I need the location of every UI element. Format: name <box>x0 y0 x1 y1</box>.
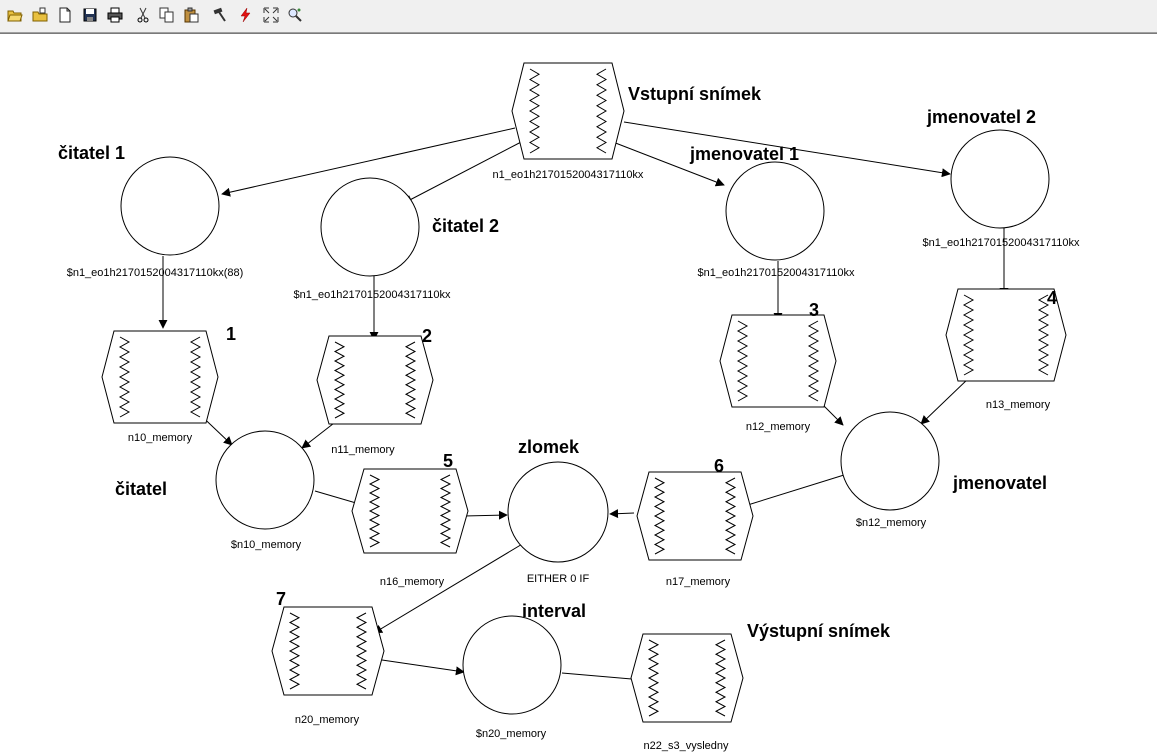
new-document-icon[interactable] <box>56 6 74 24</box>
step-number-6: 6 <box>714 456 724 476</box>
title-citatel: čitatel <box>115 479 167 499</box>
frame-n16-memory[interactable]: n16_memory <box>351 468 469 588</box>
node-jmenovatel[interactable]: $n12_memory <box>840 411 940 529</box>
step-number-1: 1 <box>226 324 236 344</box>
node-jmenovatel-2[interactable]: $n1_eo1h2170152004317110kx <box>922 129 1080 249</box>
frame-n10-memory-label: n10_memory <box>128 432 193 444</box>
node-jmenovatel-1[interactable]: $n1_eo1h2170152004317110kx <box>697 161 855 279</box>
zoom-icon[interactable] <box>286 6 304 24</box>
edge-f4-to-cj <box>920 376 971 425</box>
title-citatel-2: čitatel 2 <box>432 216 499 236</box>
frame-n11-memory[interactable]: n11_memory <box>316 335 434 456</box>
node-interval[interactable]: $n20_memory <box>462 615 562 740</box>
fit-view-icon[interactable] <box>262 6 280 24</box>
node-citatel-1-label: $n1_eo1h2170152004317110kx(88) <box>67 267 244 279</box>
edge-f6-to-cz <box>609 509 635 519</box>
scissors-icon[interactable] <box>134 6 152 24</box>
print-icon[interactable] <box>106 6 124 24</box>
title-vstupni-snimek: Vstupní snímek <box>628 84 762 104</box>
node-zlomek[interactable]: EITHER 0 IF <box>507 461 609 585</box>
open-folder-icon[interactable] <box>6 6 24 24</box>
frame-n13-memory-label: n13_memory <box>986 399 1051 411</box>
node-zlomek-label: EITHER 0 IF <box>527 573 590 585</box>
input-frame-label: n1_eo1h2170152004317110kx <box>493 169 644 181</box>
node-jmenovatel-label: $n12_memory <box>856 517 927 529</box>
copy-icon[interactable] <box>158 6 176 24</box>
title-citatel-1: čitatel 1 <box>58 143 125 163</box>
frame-n13-memory[interactable]: n13_memory <box>945 288 1067 411</box>
frame-n20-memory-label: n20_memory <box>295 714 360 726</box>
frame-n17-memory[interactable]: n17_memory <box>636 471 754 588</box>
edge-in-to-c3 <box>599 136 725 187</box>
input-frame[interactable]: n1_eo1h2170152004317110kx <box>493 62 644 181</box>
output-frame-label: n22_s3_vysledny <box>643 740 729 752</box>
step-number-5: 5 <box>443 451 453 471</box>
frame-n16-memory-label: n16_memory <box>380 576 445 588</box>
frame-n17-memory-label: n17_memory <box>666 576 731 588</box>
open-file-icon[interactable] <box>31 6 49 24</box>
frame-n11-memory-label: n11_memory <box>331 444 395 456</box>
edge-in-to-c1 <box>221 127 516 197</box>
step-number-2: 2 <box>422 326 432 346</box>
hammer-icon[interactable] <box>211 6 229 24</box>
edge-f5-to-cz <box>463 510 508 520</box>
edge-cz-to-f7 <box>373 539 530 634</box>
lightning-icon[interactable] <box>236 6 254 24</box>
title-jmenovatel: jmenovatel <box>952 473 1047 493</box>
title-interval: interval <box>522 601 586 621</box>
node-jmenovatel-1-label: $n1_eo1h2170152004317110kx <box>697 267 855 279</box>
node-citatel-label: $n10_memory <box>231 539 302 551</box>
title-vystupni-snimek: Výstupní snímek <box>747 621 891 641</box>
frame-n12-memory[interactable]: n12_memory <box>719 314 837 433</box>
node-citatel-1[interactable]: $n1_eo1h2170152004317110kx(88) <box>67 156 244 279</box>
title-jmenovatel-2: jmenovatel 2 <box>926 107 1036 127</box>
title-zlomek: zlomek <box>518 437 580 457</box>
frame-n20-memory[interactable]: n20_memory <box>271 606 385 726</box>
node-interval-label: $n20_memory <box>476 728 547 740</box>
edge-cj-to-f6 <box>737 474 845 510</box>
output-frame[interactable]: n22_s3_vysledny <box>630 633 744 752</box>
node-citatel[interactable]: $n10_memory <box>215 430 315 551</box>
node-citatel-2-label: $n1_eo1h2170152004317110kx <box>293 289 451 301</box>
edge-in-to-c4 <box>623 121 951 178</box>
frame-n10-memory[interactable]: n10_memory <box>101 330 219 444</box>
step-number-7: 7 <box>276 589 286 609</box>
edge-in-to-c2 <box>403 139 526 204</box>
edge-f7-to-ci <box>381 659 465 676</box>
frame-n12-memory-label: n12_memory <box>746 421 811 433</box>
toolbar <box>0 0 1157 34</box>
step-number-3: 3 <box>809 300 819 320</box>
paste-icon[interactable] <box>182 6 200 24</box>
title-jmenovatel-1: jmenovatel 1 <box>689 144 799 164</box>
node-jmenovatel-2-label: $n1_eo1h2170152004317110kx <box>922 237 1080 249</box>
save-icon[interactable] <box>81 6 99 24</box>
node-citatel-2[interactable]: $n1_eo1h2170152004317110kx <box>293 177 451 301</box>
step-number-4: 4 <box>1047 288 1057 308</box>
